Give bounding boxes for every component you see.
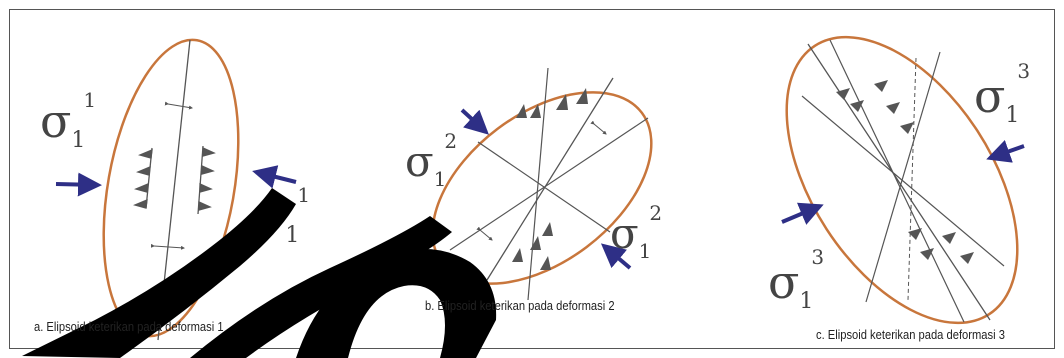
shear-line-c2 xyxy=(865,51,941,303)
compression-arrow-right-b xyxy=(600,243,632,270)
compression-arrow-left-a xyxy=(55,172,102,197)
caption-b: b. Elipsoid keterikan pada deformasi 2 xyxy=(425,298,615,313)
caption-c: c. Elipsoid keterikan pada deformasi 3 xyxy=(816,327,1005,342)
sigma-label-right-c: σ13 xyxy=(974,59,1030,128)
extension-arrow-top-b xyxy=(590,120,607,135)
axis-line-c1 xyxy=(807,43,991,321)
extension-arrow-bottom-b xyxy=(476,226,493,241)
shear-line-b3 xyxy=(527,67,549,301)
compression-arrow-left-b xyxy=(460,108,489,135)
extension-arrow-bottom-a xyxy=(150,243,185,250)
sigma-label-left-a: σ11 xyxy=(40,88,96,153)
caption-a: a. Elipsoid keterikan pada deformasi 1 xyxy=(34,319,224,334)
dashed-line-c xyxy=(907,57,917,301)
axis-line-c2 xyxy=(829,39,965,323)
panel-c: σ13 σ13 xyxy=(768,35,1030,325)
watermark xyxy=(22,188,497,358)
sigma-label-right-b: σ12 xyxy=(610,201,662,263)
thrust-fault-left-a xyxy=(133,147,153,209)
sigma-label-left-b: σ12 xyxy=(405,129,457,191)
thrust-fault-upper-c xyxy=(836,80,914,134)
compression-arrow-left-c xyxy=(781,202,824,225)
sigma-label-left-c: σ13 xyxy=(768,245,824,314)
figure-frame xyxy=(9,9,1055,349)
compression-arrow-right-c xyxy=(986,140,1025,163)
panel-b: σ12 σ12 xyxy=(405,67,662,301)
thrust-fault-upper-b xyxy=(516,88,588,118)
thrust-fault-lower-c xyxy=(908,228,974,264)
strain-ellipse-c xyxy=(785,35,1019,325)
extension-arrow-top-a xyxy=(164,101,193,110)
thrust-fault-lower-b xyxy=(512,222,553,270)
shear-line-c1 xyxy=(801,95,1005,267)
thrust-fault-right-a xyxy=(197,145,216,215)
axis-line-b xyxy=(486,77,614,281)
compression-arrow-right-a xyxy=(252,165,297,189)
